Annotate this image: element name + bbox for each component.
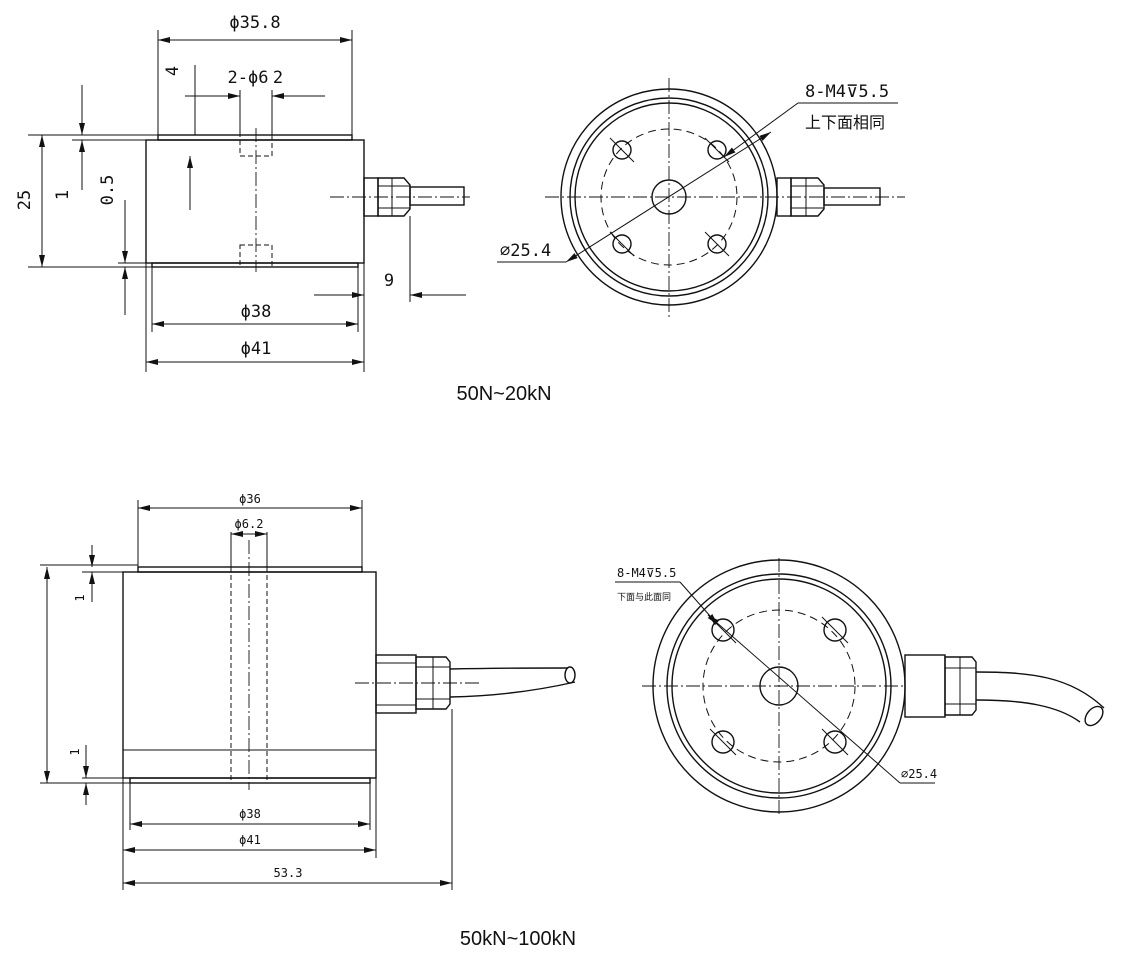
dim-body-diameter: ϕ41 [241, 339, 272, 359]
dim-hole-diameter-2: ϕ6.2 [235, 517, 264, 531]
thread-spec-2: 8-M4⊽5.5 [617, 566, 676, 580]
dim-top-diameter-2: ϕ36 [239, 492, 261, 506]
dim-top-diameter: ϕ35.8 [229, 13, 280, 33]
bottom-boss [137, 566, 363, 573]
dim-height-1: 1 [53, 190, 73, 200]
top-body [145, 139, 365, 264]
dim-height-05: 0.5 [98, 175, 118, 206]
top-base [151, 262, 359, 268]
bottom-body [122, 571, 377, 779]
dim-width-9: 9 [384, 271, 394, 291]
dim-height-1a: 1 [73, 594, 87, 601]
dim-width-4: 4 [163, 66, 183, 76]
dim-height-1b: 1 [68, 748, 82, 755]
bottom-side-view: ϕ36 ϕ6.2 1 1 ϕ38 ϕ41 53.3 [40, 492, 576, 890]
caption-top: 50N~20kN [456, 383, 552, 405]
dim-pcd-2: ⌀25.4 [901, 767, 937, 781]
dim-height-25: 25 [15, 190, 35, 210]
bottom-base [129, 777, 371, 784]
dim-hole-diameter: 2-ϕ6 [228, 68, 269, 88]
top-side-view: ϕ35.8 2-ϕ6 2 4 25 1 0.5 ϕ38 [15, 13, 470, 372]
dim-base-diameter-2: ϕ38 [239, 807, 261, 821]
dim-body-diameter-2: ϕ41 [239, 833, 261, 847]
dim-width-2: 2 [273, 68, 283, 88]
thread-spec: 8-M4⊽5.5 [805, 82, 889, 102]
dim-total-width: 53.3 [274, 866, 303, 880]
thread-note-2: 下面与此面同 [617, 591, 671, 603]
thread-note: 上下面相同 [805, 113, 885, 132]
top-plan-view: ⌀25.4 8-M4⊽5.5 上下面相同 [497, 78, 905, 320]
dim-pcd: ⌀25.4 [500, 241, 551, 261]
dim-base-diameter: ϕ38 [241, 302, 272, 322]
top-boss [157, 134, 353, 141]
caption-bottom: 50kN~100kN [459, 928, 577, 950]
bottom-plan-view: 8-M4⊽5.5 下面与此面同 ⌀25.4 [615, 558, 1105, 815]
